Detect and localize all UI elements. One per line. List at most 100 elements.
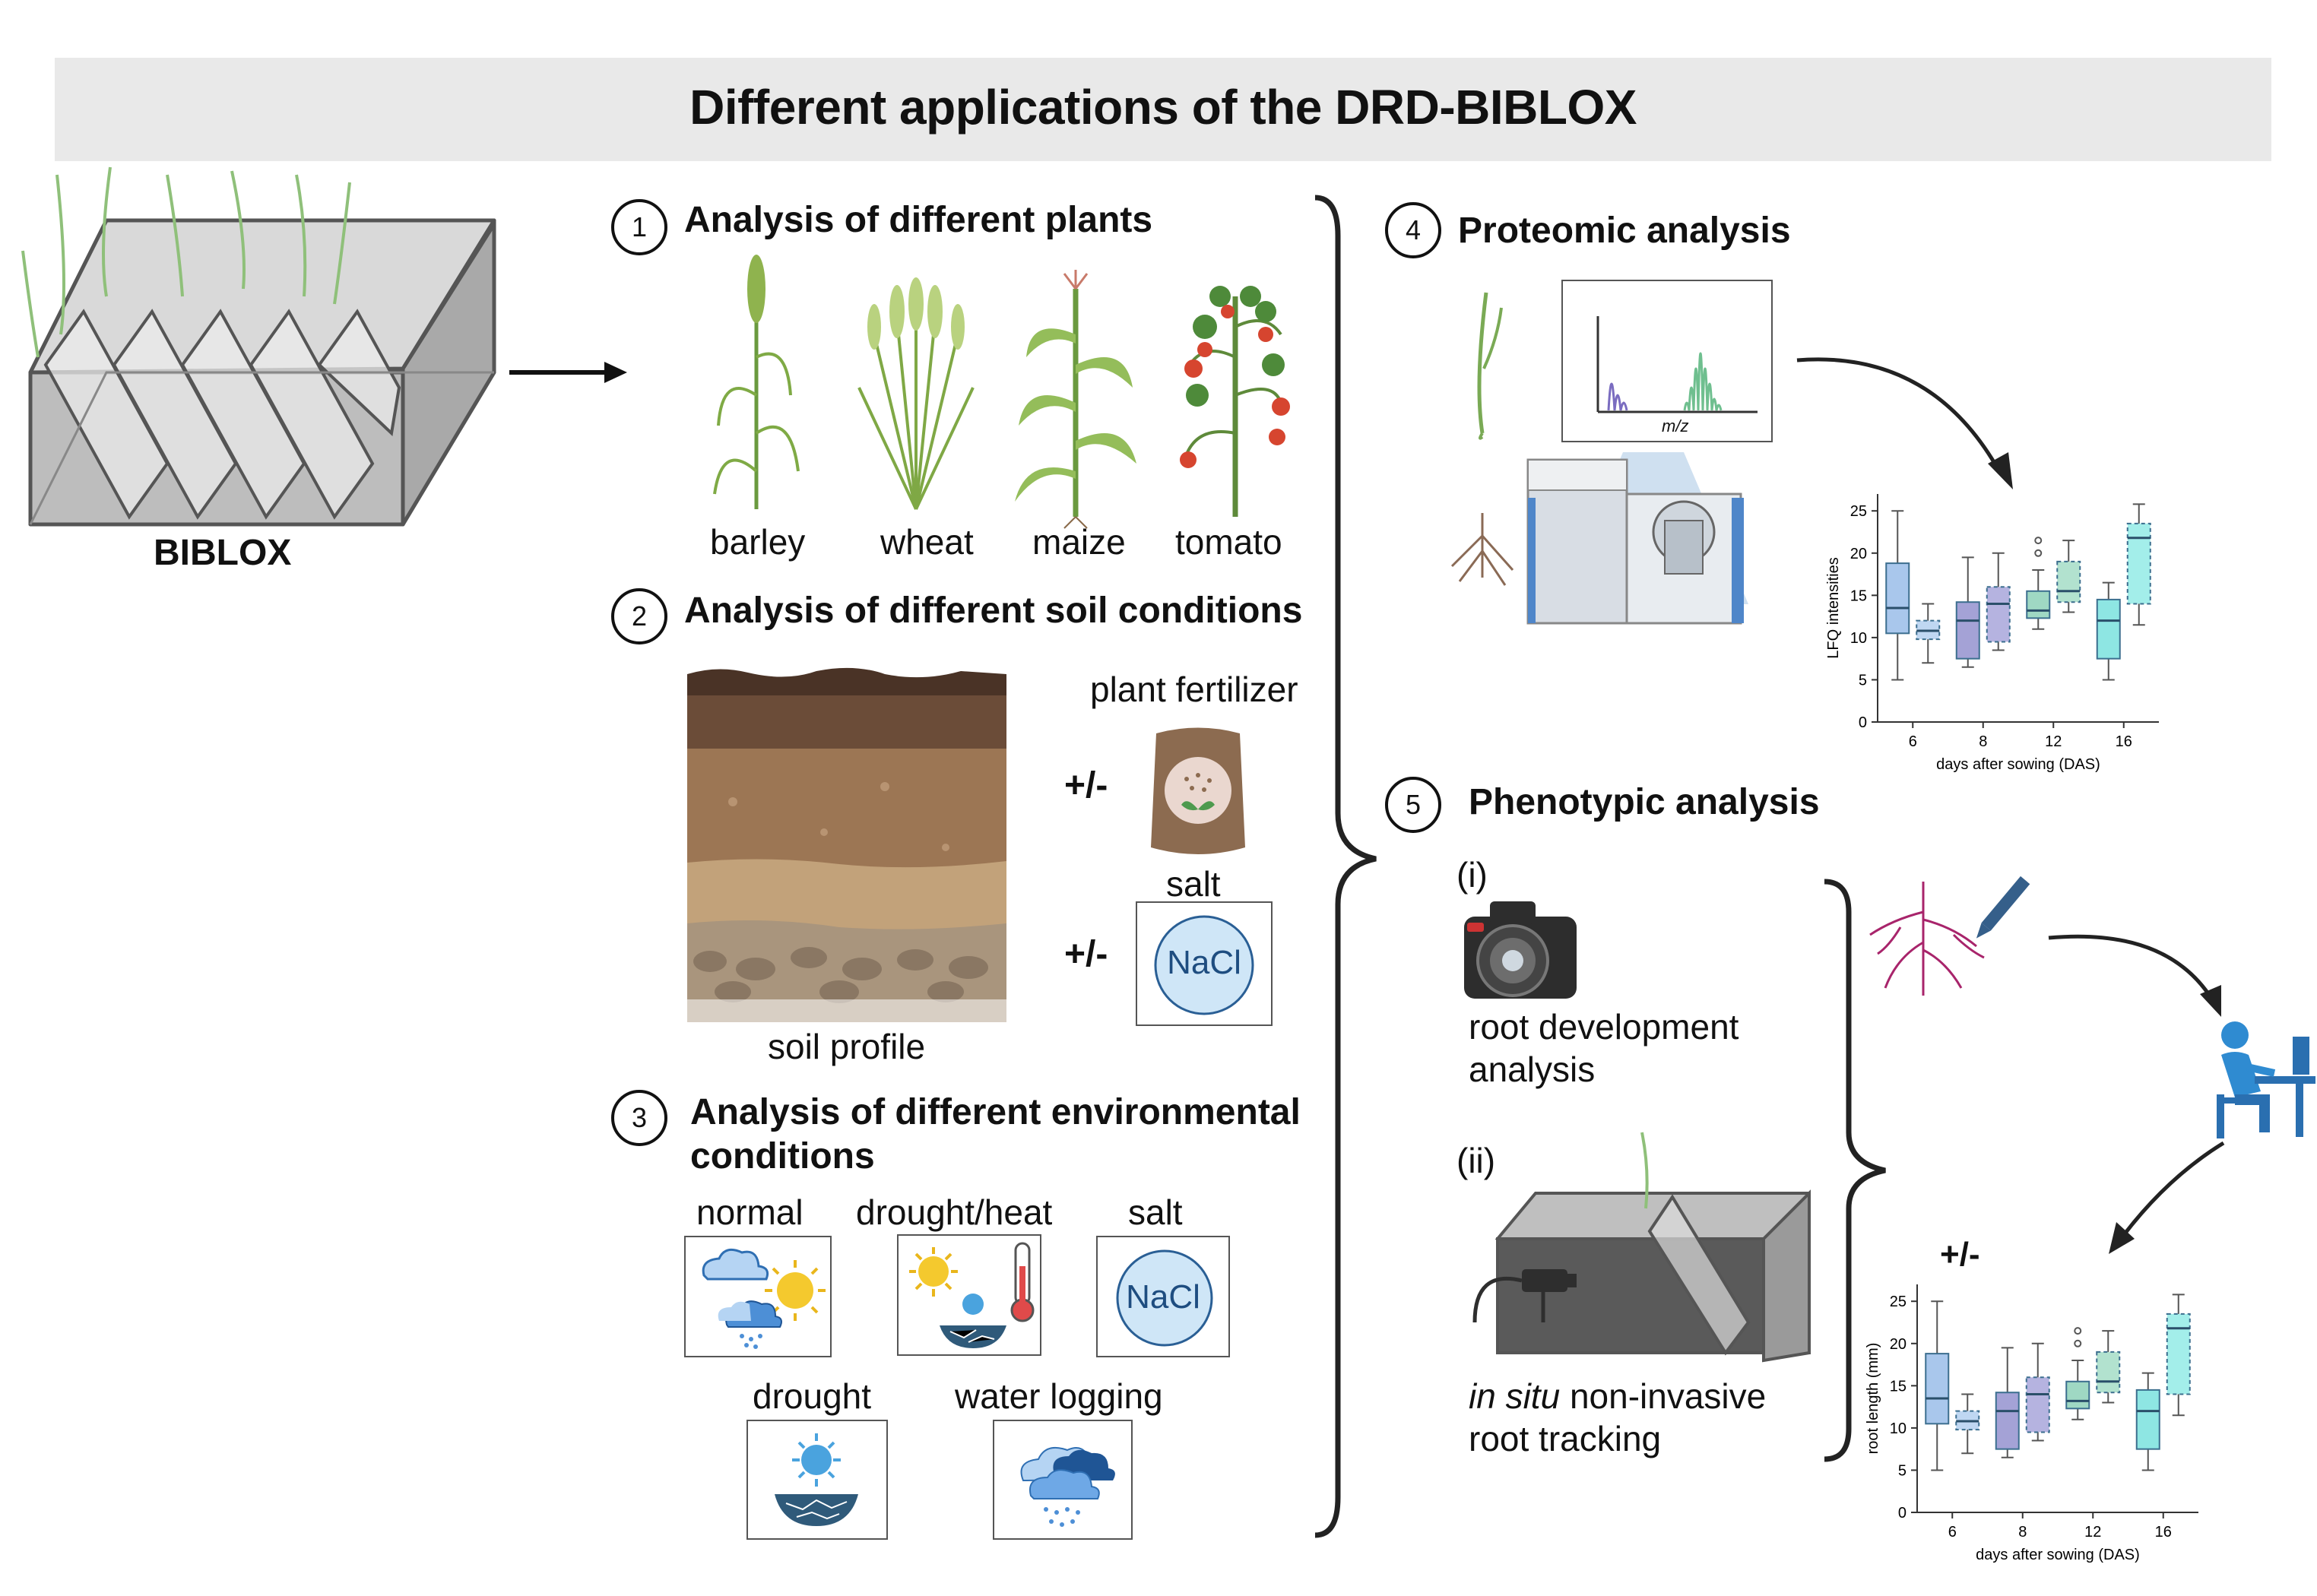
section-3-title-line2: conditions	[690, 1136, 875, 1176]
salt-label: salt	[1166, 864, 1221, 904]
section-4-title: Proteomic analysis	[1458, 211, 1791, 251]
root-dev-text-line1: root development	[1469, 1007, 1739, 1047]
box-outlier	[2074, 1339, 2082, 1347]
biblox-illustration	[21, 166, 496, 527]
nacl-icon	[1154, 915, 1254, 1015]
root-tracking-text-line1: in situ non-invasive	[1469, 1376, 1766, 1417]
page-title: Different applications of the DRD-BIBLOX	[689, 80, 1637, 135]
x-tick-label: 12	[2084, 1524, 2101, 1541]
env-label-salt: salt	[1128, 1192, 1183, 1232]
box-outlier	[2074, 1327, 2082, 1335]
nacl-text: NaCl	[1167, 944, 1241, 981]
mz-axis-label: m/z	[1662, 416, 1689, 435]
section-2-number: 2	[611, 588, 667, 644]
section-3-title-line1: Analysis of different environmental	[690, 1092, 1301, 1132]
env-box-normal	[684, 1236, 832, 1357]
section-3-number: 3	[611, 1090, 667, 1146]
box-rect	[2135, 1389, 2160, 1450]
person-at-computer-icon	[2217, 1021, 2315, 1138]
y-tick-label: 10	[1890, 1420, 1907, 1437]
box-rect	[1986, 586, 2011, 643]
env-box-salt: NaCl	[1096, 1236, 1230, 1357]
env-label-water-logging: water logging	[955, 1376, 1163, 1416]
x-tick-label: 16	[2116, 733, 2132, 750]
box-rect	[2126, 522, 2151, 605]
env-label-drought-heat: drought/heat	[856, 1192, 1053, 1232]
salt-plusminus: +/-	[1064, 934, 1108, 974]
y-tick-label: 5	[1898, 1462, 1907, 1479]
sub-ii-label: (ii)	[1456, 1141, 1496, 1180]
in-situ-text: in situ	[1469, 1376, 1561, 1416]
fertilizer-bag-icon	[1151, 727, 1245, 854]
camera-icon	[1464, 901, 1577, 999]
y-axis-label: root length (mm)	[1865, 1343, 1881, 1455]
wheat-icon	[857, 277, 975, 510]
section-1-title: Analysis of different plants	[684, 200, 1153, 240]
x-axis-label: days after sowing (DAS)	[1936, 756, 2100, 773]
y-tick-label: 20	[1850, 546, 1867, 562]
box-rect	[1955, 601, 1980, 660]
env-box-drought	[746, 1420, 888, 1540]
env-box-drought-heat	[897, 1234, 1041, 1356]
root-tracking-text-line2: root tracking	[1469, 1419, 1662, 1458]
root-dev-text-line2: analysis	[1469, 1050, 1596, 1089]
tomato-icon	[1180, 286, 1290, 517]
nacl-icon-2	[1116, 1249, 1213, 1347]
env-box-water-logging	[993, 1420, 1133, 1540]
mass-spectrum-chart	[1596, 316, 1758, 413]
x-tick-label: 6	[1909, 733, 1917, 750]
biblox-label: BIBLOX	[154, 533, 292, 573]
phenotypic-brace	[1824, 879, 1886, 1462]
y-tick-label: 25	[1890, 1294, 1907, 1310]
soil-profile-label: soil profile	[768, 1027, 926, 1066]
box-rect	[2025, 1376, 2050, 1433]
fertilizer-plusminus: +/-	[1064, 765, 1108, 806]
box-rect	[2065, 1380, 2090, 1410]
y-tick-label: 20	[1890, 1336, 1907, 1353]
mass-spectrum-box: m/z	[1561, 280, 1773, 442]
barley-icon	[713, 255, 800, 509]
y-tick-label: 25	[1850, 503, 1867, 520]
y-tick-label: 0	[1898, 1505, 1907, 1522]
section-2-title: Analysis of different soil conditions	[684, 591, 1303, 631]
title-banner: Different applications of the DRD-BIBLOX	[55, 58, 2271, 161]
box-rect	[2026, 590, 2051, 619]
section-5-number: 5	[1385, 777, 1441, 833]
soil-profile-illustration	[687, 667, 1006, 1022]
phenotypic-plusminus: +/-	[1940, 1236, 1980, 1273]
weather-drought-icon	[775, 1433, 858, 1526]
box-rect	[2056, 560, 2081, 603]
plant-label-maize: maize	[1032, 522, 1126, 562]
root-tracking-setup	[1472, 1132, 1811, 1363]
curved-arrow-icon-2	[2048, 934, 2221, 1017]
box-rect	[2096, 598, 2121, 660]
y-tick-label: 15	[1850, 587, 1867, 604]
arrow-down-left-icon	[2109, 1141, 2225, 1254]
y-tick-label: 5	[1859, 672, 1867, 689]
env-label-drought: drought	[753, 1376, 872, 1416]
maize-icon	[1015, 270, 1136, 529]
curved-arrow-icon	[1796, 357, 2013, 489]
proteomics-illustration	[1450, 292, 1748, 625]
box-rect	[1885, 562, 1910, 635]
weather-normal-icon	[702, 1248, 826, 1349]
fertilizer-label: plant fertilizer	[1090, 670, 1298, 709]
box-outlier	[2034, 549, 2043, 557]
plant-label-wheat: wheat	[880, 522, 974, 562]
section-4-number: 4	[1385, 202, 1441, 258]
weather-water-logging-icon	[1020, 1447, 1115, 1527]
non-invasive-text: non-invasive	[1560, 1376, 1767, 1416]
sub-i-label: (i)	[1456, 855, 1488, 895]
x-tick-label: 6	[1948, 1524, 1957, 1541]
y-tick-label: 0	[1859, 714, 1867, 731]
section-5-title: Phenotypic analysis	[1469, 782, 1820, 822]
plant-label-tomato: tomato	[1175, 522, 1282, 562]
section-1-number: 1	[611, 199, 667, 255]
y-tick-label: 15	[1890, 1378, 1907, 1395]
box-rect	[2096, 1351, 2121, 1394]
x-tick-label: 12	[2045, 733, 2062, 750]
box-rect	[2166, 1313, 2191, 1395]
nacl-text-2: NaCl	[1126, 1278, 1200, 1316]
box-outlier	[2034, 537, 2043, 545]
